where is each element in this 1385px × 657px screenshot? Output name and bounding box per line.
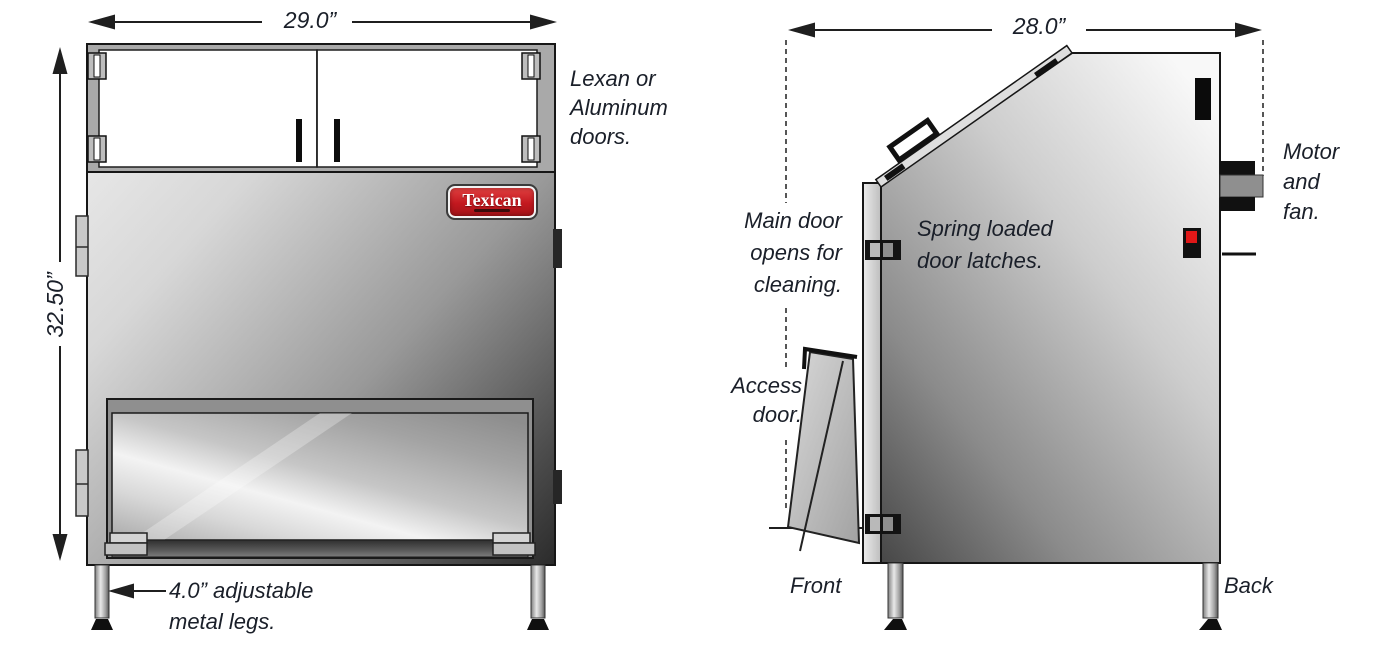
panel-sheen [132, 413, 352, 540]
front-side-label: Front [790, 573, 842, 598]
panel-bottom-bar [111, 539, 529, 558]
door-latch-pin-bottom [884, 163, 906, 181]
front-view-drawing [52, 14, 562, 630]
front-width-dim-label: 29.0” [283, 7, 337, 33]
hinge-bottom-right [521, 135, 541, 163]
vent-slot [1195, 78, 1211, 120]
front-legs [91, 564, 549, 630]
arrow-down-icon [52, 534, 68, 561]
arrow-left-icon [788, 22, 815, 38]
door-latch-pin-top [1034, 58, 1059, 78]
front-lower-panel [104, 398, 536, 559]
access-door-open [786, 346, 861, 552]
side-legs [884, 562, 1222, 630]
side-front-leg [887, 562, 904, 619]
spring-latch-bottom [865, 514, 901, 534]
motor-fan-unit [1219, 161, 1264, 211]
side-depth-dimension [788, 22, 1262, 38]
main-door-note: Main door opens for cleaning. [744, 208, 842, 297]
front-left-foot [91, 619, 113, 630]
back-side-label: Back [1224, 573, 1273, 598]
main-door-handle [886, 117, 941, 164]
access-door-note: Access door. [731, 373, 802, 427]
arrow-left-icon [88, 14, 115, 30]
switch-red-button [1186, 231, 1197, 243]
hinge-top-right [521, 52, 541, 80]
side-depth-dim-label: 28.0” [1012, 13, 1066, 39]
motor-fan-note: Motor and fan. [1283, 139, 1340, 224]
front-right-foot [527, 619, 549, 630]
front-left-edge-hinges [75, 215, 89, 517]
panel-latch-right [492, 532, 536, 556]
texican-logo-tagline-bar [474, 209, 510, 212]
latch-note: Spring loaded door latches. [917, 216, 1053, 273]
panel-face [111, 412, 529, 541]
legs-note: 4.0” adjustable metal legs. [169, 578, 314, 634]
extension-lines [785, 40, 1264, 512]
texican-logo-badge: Texican [446, 184, 538, 220]
arrow-up-icon [52, 47, 68, 74]
left-door-handle [296, 119, 302, 162]
arrow-left-icon [108, 583, 134, 599]
hinge-bottom-left [87, 135, 107, 163]
front-width-dimension [88, 14, 557, 30]
front-right-leg [530, 564, 546, 619]
front-height-dimension [52, 47, 68, 561]
sloped-door-edge [874, 44, 1074, 189]
access-door-crease [799, 360, 844, 552]
front-left-leg [94, 564, 110, 619]
arrow-right-icon [1235, 22, 1262, 38]
front-door-hinges [87, 52, 541, 163]
front-height-dim-label: 32.50” [42, 272, 68, 338]
texican-logo-text: Texican [462, 190, 522, 210]
front-left-door [98, 49, 318, 168]
hinge-top-left [87, 52, 107, 80]
access-door-lip [802, 346, 858, 370]
panel-latch-left [104, 532, 148, 556]
doors-note: Lexan or Aluminum doors. [570, 66, 668, 149]
spring-latch-top [865, 240, 901, 260]
arrow-right-icon [530, 14, 557, 30]
side-back-leg [1202, 562, 1219, 619]
side-front-foot [884, 619, 907, 630]
power-switch [1183, 228, 1201, 258]
legs-note-arrow [108, 583, 166, 599]
side-back-foot [1199, 619, 1222, 630]
front-right-door [316, 49, 538, 168]
right-door-handle [334, 119, 340, 162]
front-right-edge-latches [553, 229, 562, 504]
side-view-drawing [769, 22, 1264, 630]
